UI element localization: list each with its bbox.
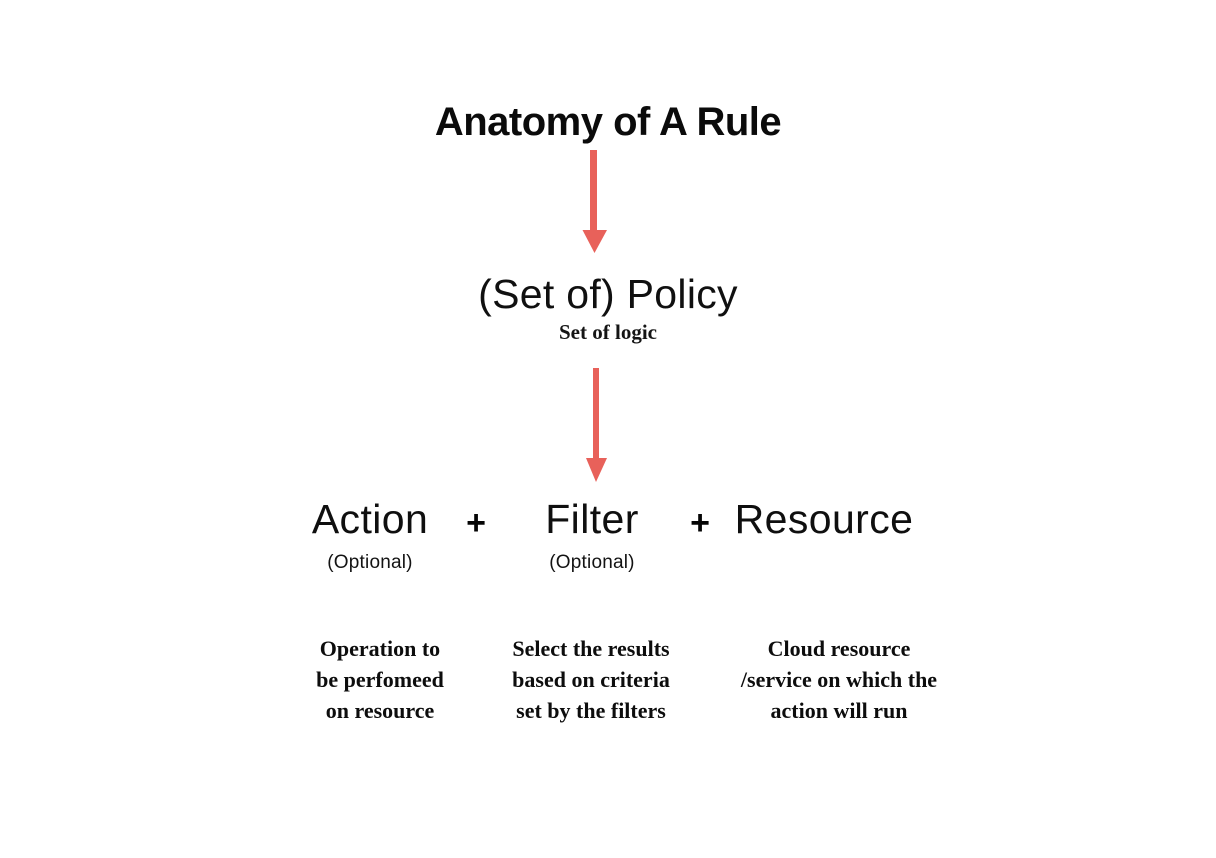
- description-filter-line-2: based on criteria: [512, 667, 670, 692]
- plus-operator-1: +: [466, 504, 486, 542]
- component-filter: Filter (Optional): [512, 496, 672, 574]
- components-row: Action (Optional) + Filter (Optional) + …: [290, 496, 950, 574]
- description-resource-line-3: action will run: [770, 698, 908, 723]
- description-action: Operation to be perfomeed on resource: [290, 633, 470, 726]
- component-action: Action (Optional): [290, 496, 450, 574]
- component-action-optional-badge: (Optional): [327, 552, 413, 574]
- component-filter-label: Filter: [545, 496, 639, 542]
- plus-operator-2: +: [690, 504, 710, 542]
- arrow-title-to-policy: [560, 150, 630, 263]
- description-action-line-1: Operation to: [319, 636, 441, 661]
- description-resource: Cloud resource /service on which the act…: [714, 633, 964, 726]
- component-resource-label: Resource: [734, 496, 914, 542]
- policy-label: (Set of) Policy: [478, 271, 738, 317]
- description-action-line-3: on resource: [325, 698, 435, 723]
- description-filter-line-3: set by the filters: [516, 698, 666, 723]
- component-resource: Resource: [726, 496, 922, 574]
- policy-block: (Set of) Policy Set of logic: [0, 272, 1216, 345]
- arrow-policy-to-components: [563, 368, 633, 493]
- description-action-line-2: be perfomeed: [316, 667, 444, 692]
- component-action-label: Action: [311, 496, 429, 542]
- page-title: Anatomy of A Rule: [434, 100, 782, 144]
- description-resource-line-2: /service on which the: [740, 667, 938, 692]
- description-filter-line-1: Select the results: [512, 636, 670, 661]
- description-resource-line-1: Cloud resource: [767, 636, 911, 661]
- descriptions-row: Operation to be perfomeed on resource Se…: [290, 633, 990, 726]
- policy-subtitle: Set of logic: [559, 320, 657, 345]
- component-filter-optional-badge: (Optional): [549, 552, 635, 574]
- description-filter: Select the results based on criteria set…: [478, 633, 704, 726]
